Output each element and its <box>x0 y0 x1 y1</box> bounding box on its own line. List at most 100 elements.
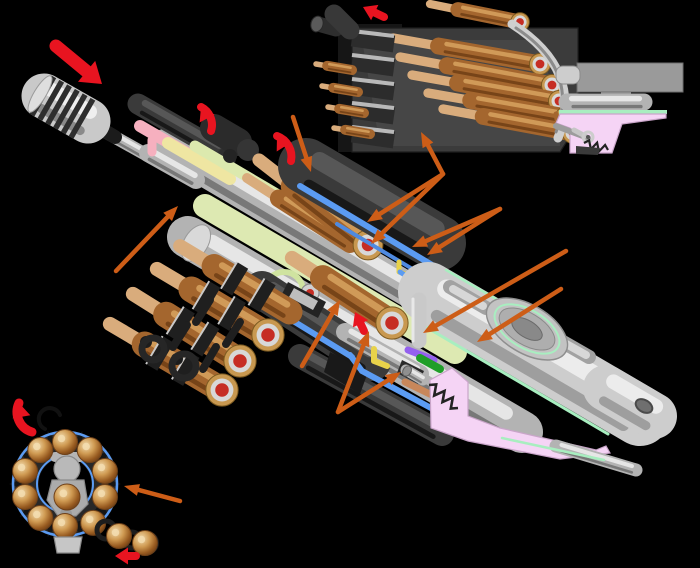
belt-round-tip-sh <box>333 89 358 96</box>
cage-rounds <box>76 437 103 464</box>
booster-rib <box>60 93 88 135</box>
drum-cartridge-hl <box>461 5 519 21</box>
arrow-bolt-carrier-head <box>423 320 439 333</box>
belt-pull-arrow-head <box>363 4 379 21</box>
arrow-feed-cam-head <box>358 331 370 348</box>
lever-foot <box>576 146 600 155</box>
drum-cartridge-body <box>430 37 549 73</box>
cartridge-in-feedway-sh <box>292 193 364 250</box>
belt-cartridge-primer <box>215 383 229 397</box>
drum-cartridge-tip <box>388 33 442 51</box>
cage-rounds-hi <box>97 463 106 472</box>
slide-block-face <box>289 288 318 310</box>
cage-rounds-hi <box>57 518 66 527</box>
barrel-step <box>139 144 205 189</box>
feed-claw <box>324 352 368 394</box>
arrow-barrel-head <box>163 206 178 221</box>
arrow-ramming-round-head <box>327 300 340 316</box>
belt-cartridge-primer <box>233 354 247 368</box>
belt-round-tip-hl <box>333 84 358 92</box>
feed-cover-hi <box>310 151 445 238</box>
recoil-direction-arrow-head <box>78 60 102 84</box>
mount-tab <box>555 65 581 85</box>
cage-rounds-hi <box>97 489 106 498</box>
muzzle-face <box>27 75 53 113</box>
feed-drum-inset <box>310 0 684 155</box>
cage-rounds <box>27 504 54 531</box>
drum-cartridge-sh <box>460 12 518 27</box>
end-screw-hole <box>634 398 654 414</box>
cage-rounds <box>27 437 54 464</box>
belt-link-edge <box>351 53 395 62</box>
belt-round-tip-body <box>328 82 363 97</box>
arrow-barrel <box>113 210 174 274</box>
link-connector <box>199 343 220 373</box>
drum-cartridge-hl <box>444 41 536 62</box>
belt-round-tip-body <box>322 60 357 75</box>
arrow-feed-cam <box>335 337 368 415</box>
arrow-belt-to-cover-head <box>300 155 312 172</box>
drum-cartridge-tip <box>395 52 451 71</box>
lever-pivot-center <box>586 135 590 139</box>
belt-cartridge-link-edge <box>165 306 185 335</box>
belt-round-tip-body <box>334 103 369 118</box>
barrel-step-hi <box>149 148 198 179</box>
loose-round-hi <box>137 535 146 544</box>
drum-cartridge-body <box>438 57 561 94</box>
mint-edge <box>412 318 610 436</box>
belt-cartridge-link-edge <box>217 295 236 325</box>
cage-rounds <box>12 458 39 485</box>
belt-cartridge-link-edge <box>247 277 266 306</box>
accent-green-block <box>416 354 444 373</box>
cage-rounds <box>91 483 118 510</box>
drum-cartridge-sh <box>452 69 549 91</box>
loose-round <box>132 530 158 556</box>
belt-round-tip-sh <box>345 131 370 138</box>
drum-cartridge-body <box>449 74 568 110</box>
cartridge-feedway-rear-sh <box>279 204 347 248</box>
belt-link <box>350 29 396 53</box>
feed-cover-lo <box>303 179 431 259</box>
belt-cartridge-link-edge <box>220 261 238 290</box>
arrow-rotary-cage-head <box>124 484 140 496</box>
receiver-plate-lo <box>430 309 630 432</box>
belt-cartridge-link <box>219 296 246 331</box>
arrow-drum-exit-head <box>421 132 434 149</box>
belt-cartridge-link-edge <box>191 280 211 310</box>
belt-cartridge-link-edge <box>171 350 190 380</box>
cage-rounds-hi <box>17 489 26 498</box>
lift-arrow-head <box>352 312 369 328</box>
cartridge-chambering-sh <box>321 284 388 330</box>
cage-rounds <box>12 483 39 510</box>
cage-rounds <box>52 513 78 539</box>
loose-round-hi <box>111 528 120 537</box>
belt-cartridge-link <box>249 279 276 312</box>
cartridge-chambering-primer <box>385 316 399 330</box>
link-connector <box>222 318 244 348</box>
mint-strip <box>559 110 667 114</box>
mount-block <box>576 62 684 93</box>
cage-rounds-hi <box>33 442 41 451</box>
drum-cartridge-sh <box>443 50 537 70</box>
arrow-bolt-carrier <box>429 248 569 331</box>
arrow-extractor-a-head <box>412 235 429 247</box>
gun-mechanism-cutaway <box>21 73 677 477</box>
feed-cover <box>278 138 466 271</box>
receiver-bottom-rail-lo <box>560 449 634 474</box>
cage-rounds <box>52 429 78 455</box>
drum-cartridge-sh <box>475 104 563 123</box>
buffer-hole-mint <box>493 303 561 355</box>
barrel-step-lo <box>147 157 194 185</box>
arrow-extractor-b <box>432 206 503 253</box>
gas-block-knob <box>223 149 237 163</box>
accent-yellow-bracket <box>371 346 390 369</box>
drum-cartridge-body <box>450 2 528 30</box>
arrow-roller-head <box>385 372 401 386</box>
rotation-arrow-head <box>199 107 215 123</box>
cage-bottom-tab <box>53 536 83 554</box>
arrow-feedway-round-head <box>367 208 383 222</box>
belt-round-tip-body <box>340 124 375 139</box>
empty-link <box>138 334 168 364</box>
belt-cartridge-link <box>192 322 220 357</box>
booster-rib <box>37 79 65 121</box>
